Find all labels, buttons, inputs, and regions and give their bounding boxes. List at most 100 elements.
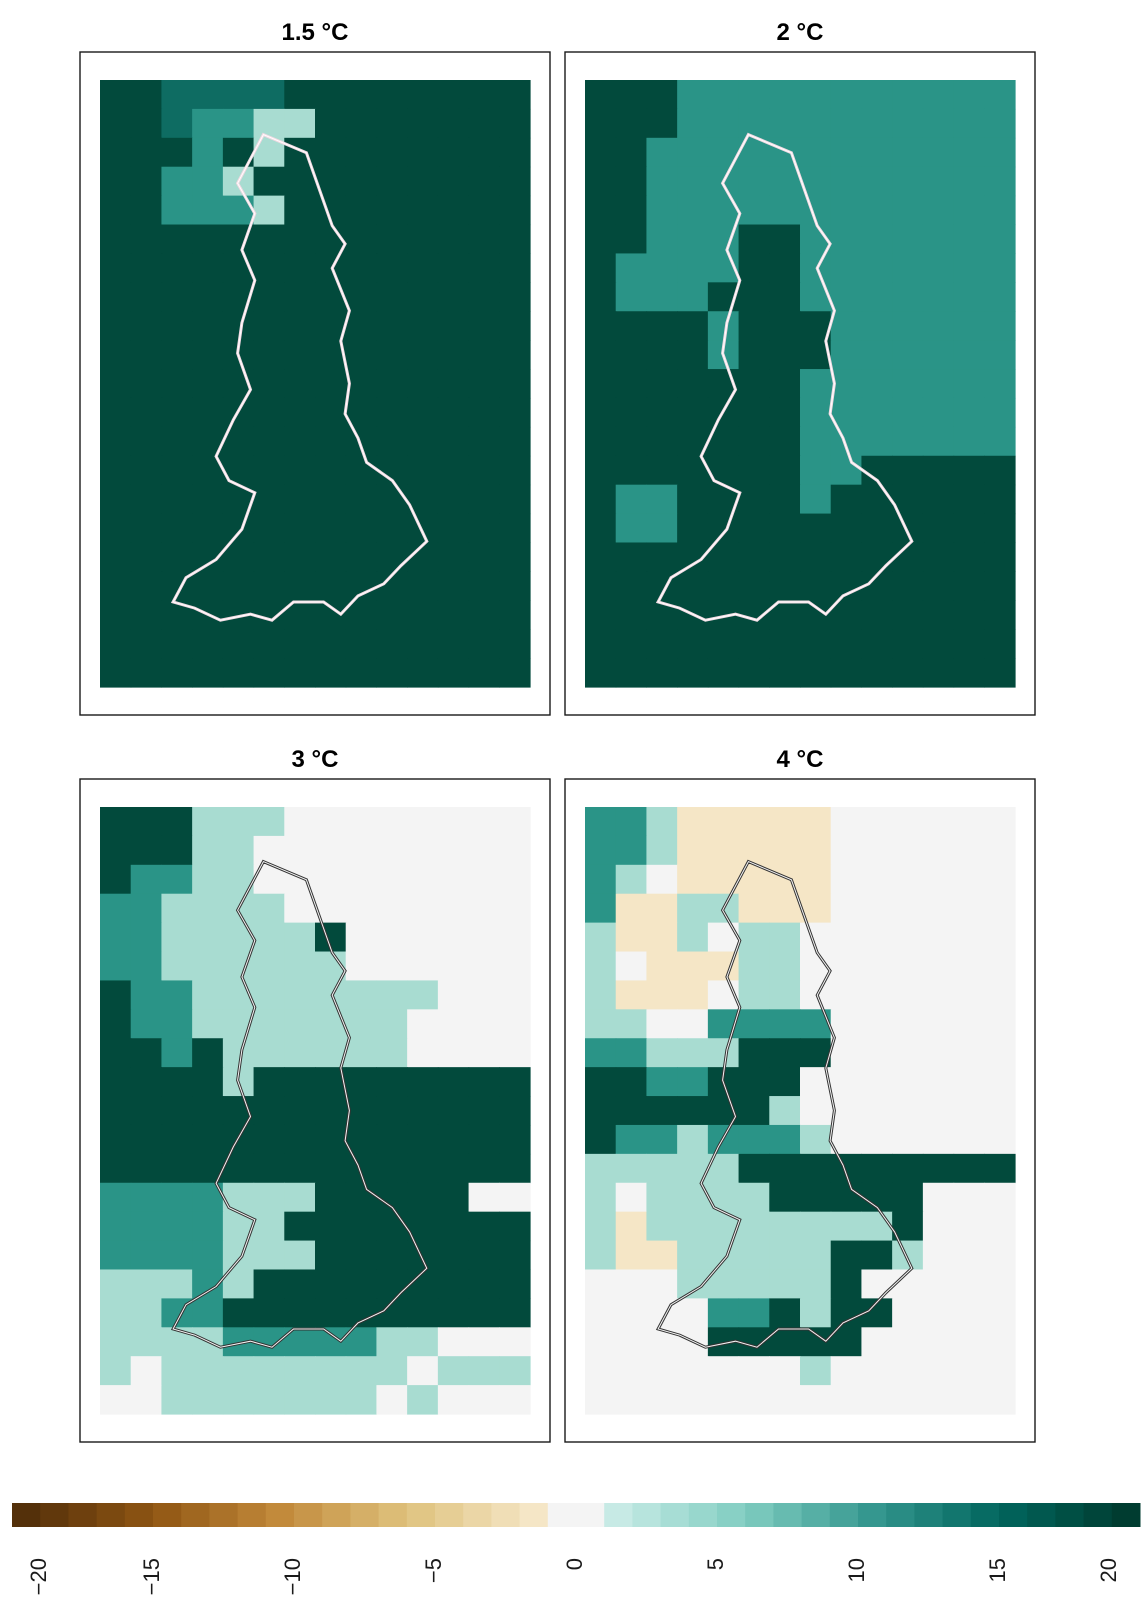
colorbar-swatch — [96, 1503, 126, 1527]
heatmap-cell — [192, 1211, 224, 1242]
heatmap-cell — [861, 980, 893, 1010]
heatmap-cell — [769, 893, 801, 924]
heatmap-cell — [800, 513, 832, 544]
heatmap-cell — [253, 426, 285, 457]
heatmap-cell — [585, 571, 617, 601]
heatmap-cell — [738, 658, 770, 688]
heatmap-cell — [130, 1067, 163, 1097]
heatmap-cell — [222, 629, 255, 659]
heatmap-cell — [800, 542, 832, 572]
heatmap-cell — [922, 542, 955, 572]
heatmap-cell — [677, 1124, 709, 1155]
heatmap-cell — [407, 1038, 439, 1068]
heatmap-cell — [100, 137, 132, 168]
heatmap-cell — [376, 137, 408, 168]
heatmap-cell — [738, 542, 770, 572]
heatmap-cell — [953, 571, 985, 601]
heatmap-cell — [407, 864, 439, 895]
heatmap-cell — [100, 1067, 132, 1097]
heatmap-cell — [585, 80, 617, 110]
heatmap-cell — [769, 1298, 801, 1328]
heatmap-cell — [161, 658, 193, 688]
heatmap-cell — [615, 980, 648, 1010]
heatmap-cell — [922, 1153, 955, 1184]
heatmap-cell — [677, 807, 709, 837]
heatmap-cell — [861, 1096, 893, 1126]
heatmap-cell — [468, 1182, 500, 1213]
heatmap-cell — [830, 253, 863, 283]
heatmap-cell — [345, 864, 378, 895]
heatmap-cell — [677, 835, 709, 866]
heatmap-cell — [585, 1385, 617, 1415]
heatmap-cell — [585, 1356, 617, 1386]
heatmap-cell — [468, 835, 500, 866]
heatmap-cell — [345, 253, 378, 283]
heatmap-cell — [499, 542, 531, 572]
panel-3: 3 °C — [79, 746, 551, 1443]
heatmap-cell — [100, 1298, 132, 1328]
heatmap-cell — [407, 311, 439, 341]
heatmap-cell — [585, 629, 617, 659]
heatmap-cell — [922, 1211, 955, 1242]
heatmap-cell — [800, 1096, 832, 1126]
heatmap-cell — [707, 1240, 740, 1271]
heatmap-cell — [468, 864, 500, 895]
heatmap-cell — [769, 484, 801, 515]
heatmap-cell — [100, 253, 132, 283]
heatmap-cell — [100, 1269, 132, 1299]
heatmap-cell — [892, 951, 924, 982]
heatmap-cell — [585, 340, 617, 370]
heatmap-cell — [468, 455, 500, 486]
heatmap-cell — [499, 282, 531, 312]
heatmap-cell — [499, 1009, 531, 1039]
heatmap-cell — [800, 80, 832, 110]
heatmap-cell — [769, 426, 801, 457]
heatmap-cell — [253, 1298, 285, 1328]
heatmap-cell — [407, 1067, 439, 1097]
heatmap-cell — [130, 1385, 163, 1415]
heatmap-cell — [646, 253, 678, 283]
heatmap-cell — [769, 340, 801, 370]
heatmap-cell — [407, 893, 439, 924]
heatmap-cell — [407, 1124, 439, 1155]
heatmap-cell — [407, 195, 439, 226]
heatmap-cell — [615, 311, 648, 341]
panel-title: 2 °C — [777, 19, 824, 46]
heatmap-cell — [738, 455, 770, 486]
heatmap-cell — [130, 1124, 163, 1155]
heatmap-cell — [984, 195, 1016, 226]
heatmap-cell — [407, 1356, 439, 1386]
heatmap-cell — [468, 1153, 500, 1184]
colorbar-tick-label: 0 — [562, 1558, 587, 1570]
heatmap-cell — [769, 571, 801, 601]
heatmap-cell — [407, 658, 439, 688]
heatmap-cell — [222, 571, 255, 601]
heatmap-cell — [585, 807, 617, 837]
heatmap-cell — [585, 1153, 617, 1184]
heatmap-cell — [984, 980, 1016, 1010]
heatmap-cell — [130, 1240, 163, 1271]
heatmap-cell — [192, 1356, 224, 1386]
heatmap-cell — [253, 484, 285, 515]
heatmap-cell — [615, 224, 648, 255]
heatmap-cell — [100, 224, 132, 255]
heatmap-cell — [100, 397, 132, 428]
heatmap-cell — [284, 166, 316, 197]
heatmap-cell — [585, 658, 617, 688]
heatmap-cell — [677, 484, 709, 515]
heatmap-cell — [922, 1269, 955, 1299]
heatmap-cell — [892, 1327, 924, 1357]
heatmap-cell — [130, 484, 163, 515]
heatmap-cell — [769, 513, 801, 544]
heatmap-cell — [769, 1096, 801, 1126]
heatmap-cell — [800, 1124, 832, 1155]
heatmap-cell — [800, 397, 832, 428]
heatmap-cell — [922, 1385, 955, 1415]
heatmap-cell — [922, 282, 955, 312]
heatmap-cell — [130, 137, 163, 168]
heatmap-cell — [922, 397, 955, 428]
heatmap-cell — [585, 1124, 617, 1155]
heatmap-cell — [345, 835, 378, 866]
heatmap-cell — [953, 1096, 985, 1126]
heatmap-cell — [892, 807, 924, 837]
